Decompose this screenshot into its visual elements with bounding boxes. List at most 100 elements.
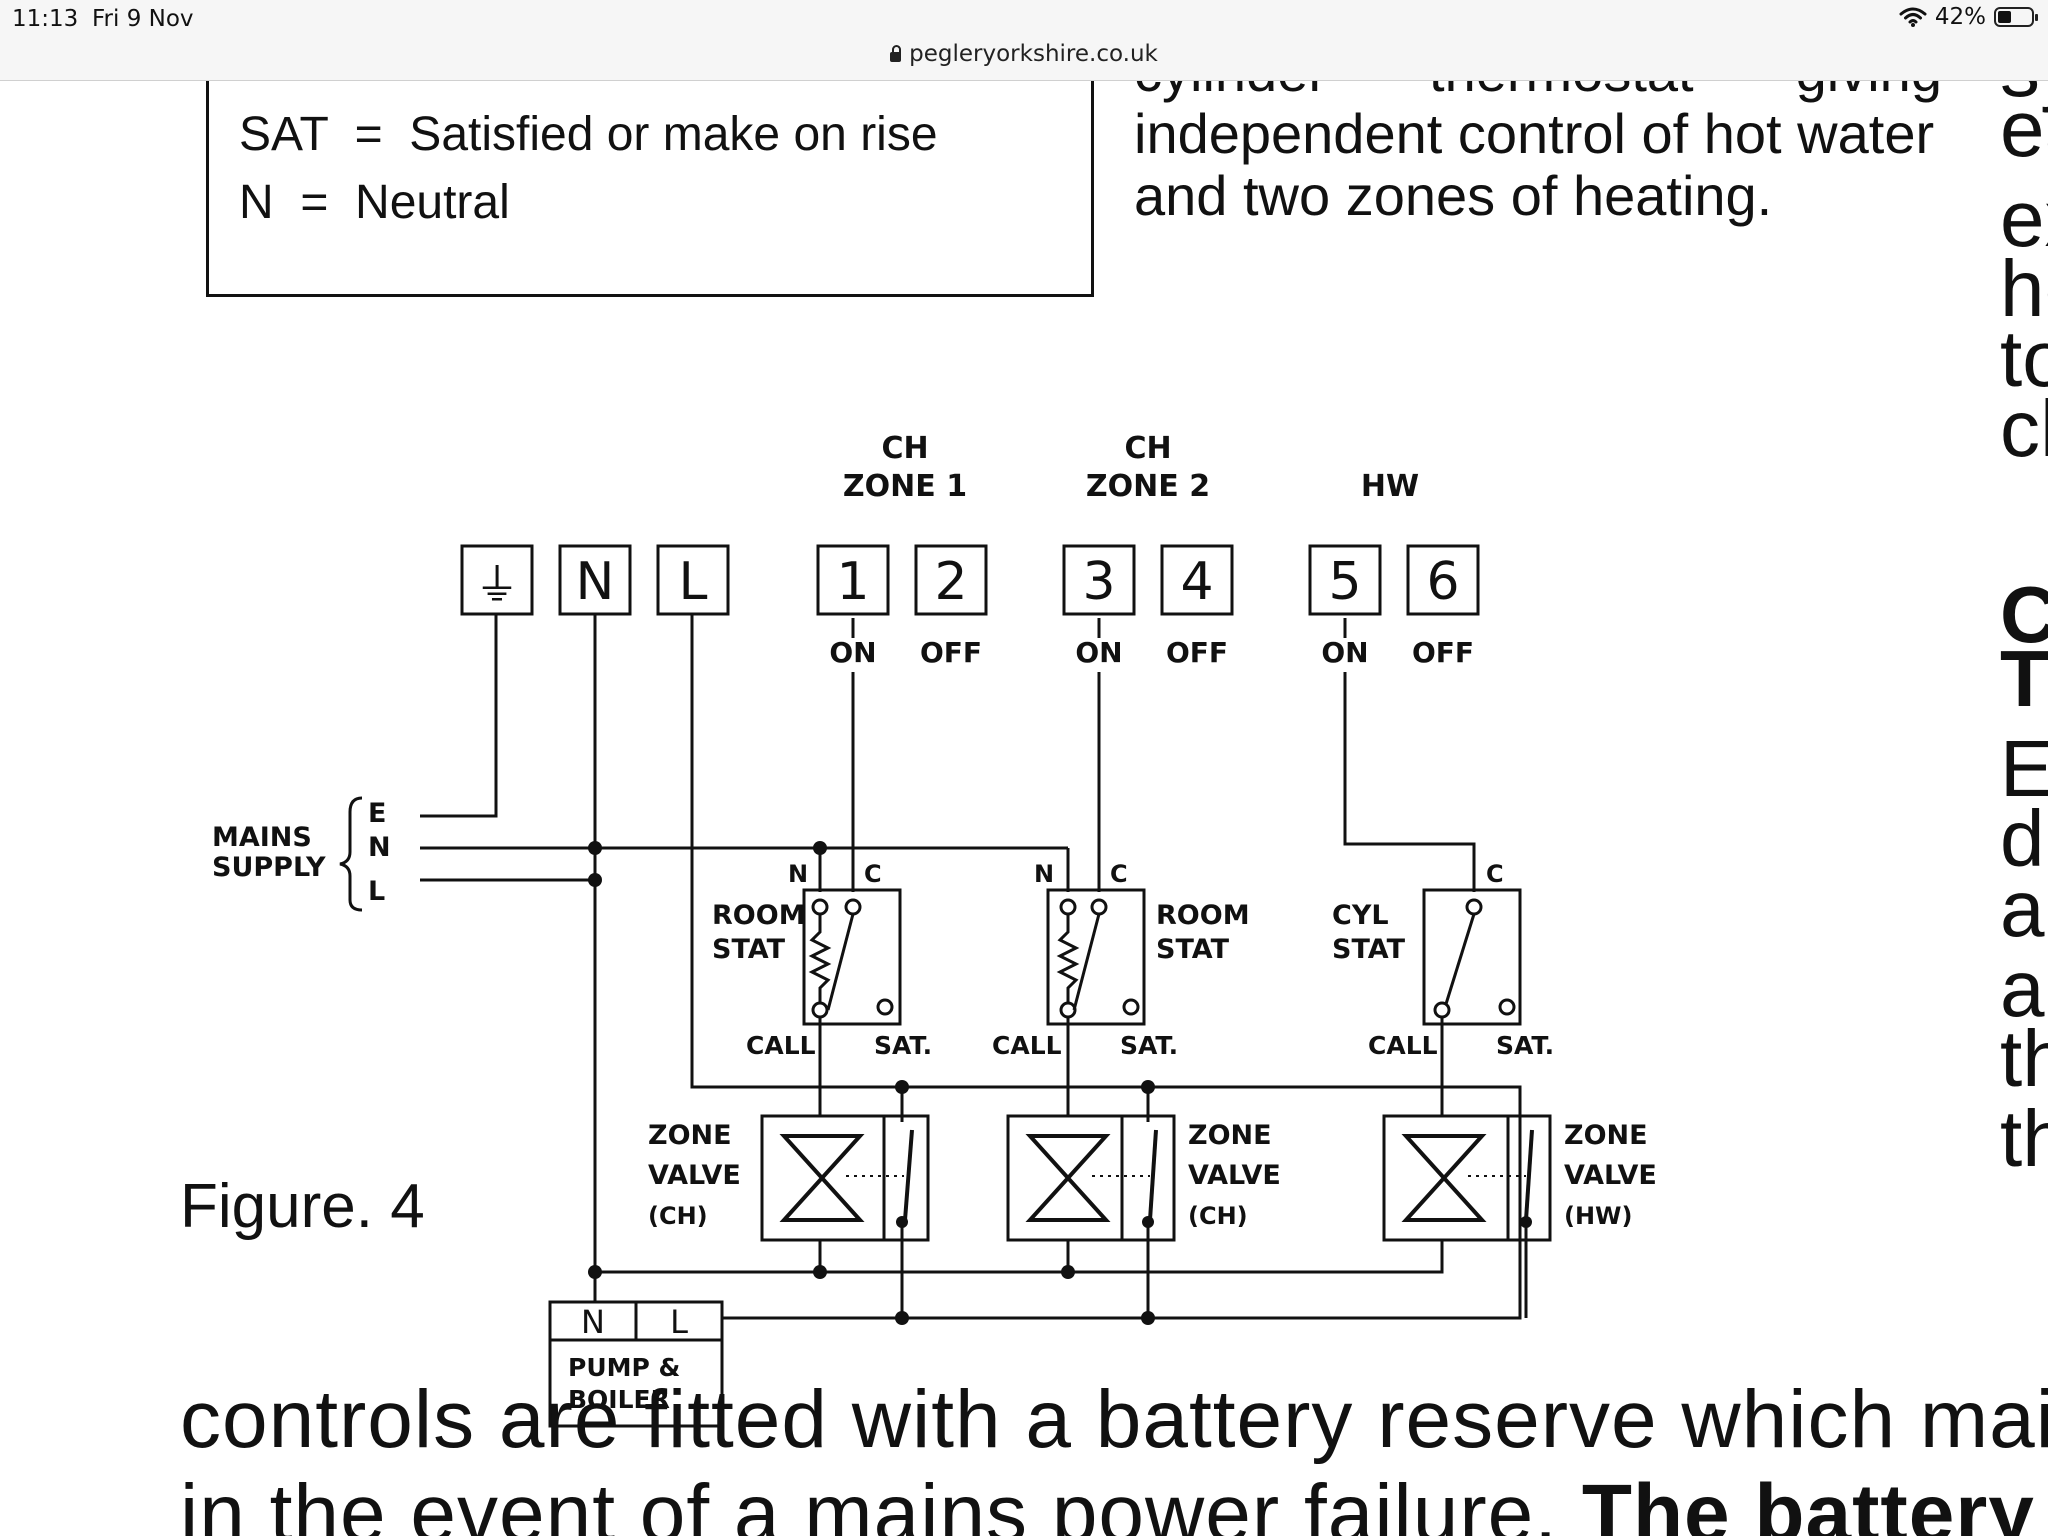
right-fragment: th [2000, 1014, 2048, 1103]
right-fragment: to [2000, 314, 2048, 403]
right-fragment: he [2000, 244, 2048, 333]
status-bar: 11:13 Fri 9 Nov 42% [0, 0, 2048, 40]
right-fragment-heading: Th [2000, 634, 2048, 723]
terminal-5-label: 5 [1328, 552, 1361, 612]
cyl-stat-c: C [1486, 860, 1504, 888]
cyl-stat-sat: SAT. [1496, 1031, 1554, 1060]
room-stat-2-label-2: STAT [1156, 934, 1230, 965]
right-fragment: d [2000, 794, 2045, 883]
status-right: 42% [1899, 4, 2038, 30]
wire-earth [420, 614, 498, 818]
mains-label-1: MAINS [212, 822, 312, 853]
cyl-stat [1422, 888, 1522, 1026]
figure-caption: Figure. 4 [180, 1172, 425, 1241]
terminal-1-on: ON [829, 636, 876, 669]
legend-sat: SAT = Satisfied or make on rise [239, 108, 938, 161]
terminal-earth-symbol: ⏚ [475, 560, 519, 611]
terminal-3 [1062, 544, 1136, 616]
valve-3-label-2: VALVE [1564, 1160, 1657, 1191]
body-text-line-2: in the event of a mains power failure. T… [180, 1467, 2035, 1536]
mains-label-2: SUPPLY [212, 852, 326, 883]
right-fragment: a [2000, 864, 2045, 953]
body-text-normal: in the event of a mains power failure. [180, 1468, 1582, 1536]
column-line-1: cylinder thermostat giving [1134, 81, 1942, 103]
wire-5 [1343, 672, 1476, 892]
terminal-2-off: OFF [920, 636, 982, 669]
right-column-clipped: sy ea ex he to ch C Th E d a a th th [1998, 81, 2048, 1431]
terminal-5 [1308, 544, 1382, 616]
wiring-diagram: CH ZONE 1 CH ZONE 2 HW ⏚ N L 1 2 3 4 5 6… [212, 431, 1657, 1428]
pump-n: N [581, 1303, 605, 1341]
room-stat-1-label-2: STAT [712, 934, 786, 965]
terminal-3-on: ON [1075, 636, 1122, 669]
lock-icon [890, 45, 902, 62]
right-fragment: sy [2000, 81, 2048, 115]
valve-2-label-2: VALVE [1188, 1160, 1281, 1191]
terminal-2-label: 2 [934, 552, 967, 612]
room-stat-1-label-1: ROOM [712, 900, 806, 931]
terminal-4-label: 4 [1180, 552, 1213, 612]
body-text-line-1: controls are fitted with a battery reser… [180, 1374, 2048, 1465]
stat-1-call: CALL [746, 1031, 816, 1060]
terminal-2 [914, 544, 988, 616]
right-fragment: th [2000, 1094, 2048, 1183]
valve-3-label-3: (HW) [1564, 1202, 1633, 1230]
valve-1-label-2: VALVE [648, 1160, 741, 1191]
stat-1-sat: SAT. [874, 1031, 932, 1060]
right-fragment: ch [2000, 384, 2048, 473]
terminal-1 [816, 544, 890, 616]
header-zone1-ch: CH [881, 431, 928, 466]
valve-1-label-1: ZONE [648, 1120, 732, 1151]
stat-2-call: CALL [992, 1031, 1062, 1060]
pump-l: L [670, 1303, 688, 1341]
terminal-4 [1160, 544, 1234, 616]
terminal-6 [1406, 544, 1480, 616]
terminal-6-label: 6 [1426, 552, 1459, 612]
legend-neutral: N = Neutral [239, 176, 510, 229]
status-date: Fri 9 Nov [92, 6, 194, 32]
pump-label-1: PUMP & [568, 1353, 680, 1382]
column-paragraph: cylinder thermostat giving independent c… [1134, 81, 1942, 227]
valve-1-label-3: (CH) [648, 1202, 708, 1230]
status-time: 11:13 [12, 6, 79, 32]
column-line-2: independent control of hot water [1134, 102, 1935, 165]
header-zone2-ch: CH [1124, 431, 1171, 466]
legend-box: SAT = Satisfied or make on rise N = Neut… [206, 81, 1094, 297]
battery-fill [1998, 11, 2011, 23]
terminal-l-label: L [679, 552, 708, 612]
room-stat-2-label-1: ROOM [1156, 900, 1250, 931]
zone-valve-3 [1382, 1114, 1552, 1242]
column-word: cylinder [1134, 81, 1327, 103]
document-page: SAT = Satisfied or make on rise N = Neut… [0, 81, 2048, 1536]
room-stat-1 [802, 888, 902, 1026]
column-word: thermostat [1429, 81, 1694, 103]
wire-live [690, 614, 1522, 1320]
terminal-4-off: OFF [1166, 636, 1228, 669]
terminal-3-label: 3 [1082, 552, 1115, 612]
right-fragment: E [2000, 724, 2048, 813]
pump-label-2: BOILER [568, 1385, 670, 1414]
zone-valve-2 [1006, 1114, 1176, 1242]
valve-2-label-1: ZONE [1188, 1120, 1272, 1151]
stat-2-n: N [1034, 860, 1054, 888]
battery-icon [1994, 7, 2038, 27]
stat-1-n: N [788, 860, 808, 888]
terminal-5-on: ON [1321, 636, 1368, 669]
valve-2-label-3: (CH) [1188, 1202, 1248, 1230]
cyl-stat-label-2: STAT [1332, 934, 1406, 965]
url-display[interactable]: pegleryorkshire.co.uk [0, 40, 2048, 68]
address-bar[interactable]: pegleryorkshire.co.uk [0, 40, 2048, 81]
header-hw: HW [1361, 469, 1419, 504]
right-fragment: ex [2000, 174, 2048, 263]
url-text: pegleryorkshire.co.uk [909, 41, 1158, 67]
cyl-stat-call: CALL [1368, 1031, 1438, 1060]
header-zone2-zone: ZONE 2 [1086, 469, 1210, 504]
mains-l: L [368, 876, 385, 907]
terminal-6-off: OFF [1412, 636, 1474, 669]
right-fragment-heading: C [2000, 570, 2048, 659]
body-text-bold: The battery [1581, 1468, 2035, 1536]
mains-brace [339, 796, 363, 912]
room-stat-2 [1046, 888, 1146, 1026]
header-zone1-zone: ZONE 1 [843, 469, 967, 504]
zone-valve-1 [760, 1114, 930, 1242]
